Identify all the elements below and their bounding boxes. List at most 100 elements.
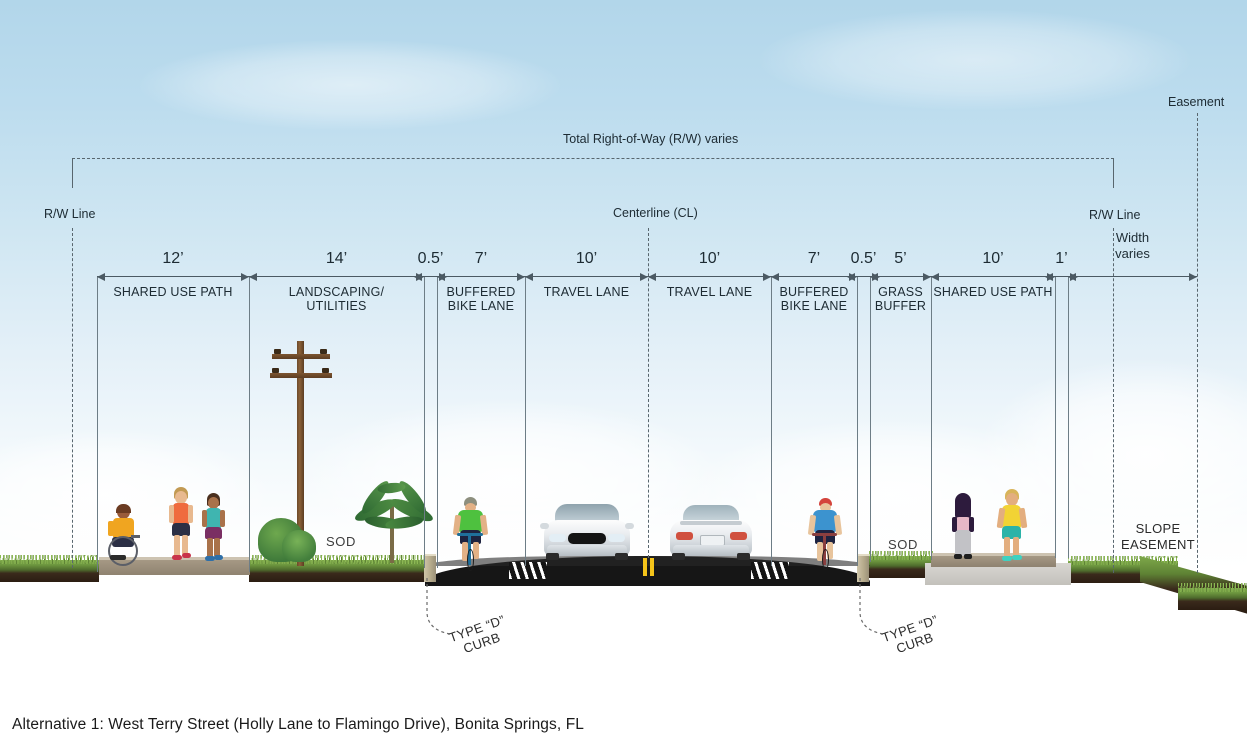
dimension-arrow-left xyxy=(1068,272,1076,281)
shoe xyxy=(205,556,215,561)
wheelchair-wheel xyxy=(108,536,138,566)
taillight-left xyxy=(676,532,693,540)
dimension-arrow-line xyxy=(249,272,424,281)
total-row-label: Total Right-of-Way (R/W) varies xyxy=(563,132,739,146)
top xyxy=(955,517,971,532)
figure-wheelchair-user xyxy=(106,504,142,566)
dimension-arrow-line xyxy=(870,272,931,281)
bicycle-wheel xyxy=(822,549,829,570)
ground-fill xyxy=(0,570,1247,746)
leg-right xyxy=(182,535,188,555)
dimension-label-line: LANDSCAPING/ xyxy=(288,285,385,299)
dimension-arrow-right xyxy=(517,272,525,281)
torso xyxy=(113,518,134,538)
palm-tree xyxy=(350,477,436,563)
insulator xyxy=(274,349,281,354)
easement-label: Easement xyxy=(1168,95,1225,109)
width-varies-line2: varies xyxy=(1115,246,1150,261)
dimension-arrow-line xyxy=(771,272,857,281)
dimension-arrow-right xyxy=(241,272,249,281)
dimension-arrow-left xyxy=(414,272,422,281)
dimension-arrow-right xyxy=(640,272,648,281)
curb-leader-right xyxy=(859,578,884,635)
vehicle-car-rear-silver xyxy=(668,505,754,560)
dimension-label-line: BIKE LANE xyxy=(447,299,515,313)
dimension-label-line: SHARED USE PATH xyxy=(933,285,1053,299)
shared-use-path-right-edge xyxy=(931,553,1056,556)
shoe xyxy=(954,554,962,559)
dimension-arrow-line xyxy=(931,272,1055,281)
rw-line-left-label: R/W Line xyxy=(44,207,96,221)
cloud xyxy=(300,400,720,560)
figure-pedestrian-purple xyxy=(950,493,976,561)
arm-left xyxy=(202,510,207,527)
total-row-dimension-line xyxy=(72,158,1114,159)
type-d-curb-right xyxy=(857,554,869,582)
jersey xyxy=(458,510,483,532)
dimension-value: 5’ xyxy=(894,250,907,267)
dimension-segment-label: SHARED USE PATH xyxy=(98,285,248,299)
dimension-arrow-left xyxy=(847,272,855,281)
shrub xyxy=(282,530,316,562)
dim-tick xyxy=(249,276,250,572)
mirror-right xyxy=(625,523,634,529)
shirt xyxy=(1002,505,1021,528)
utility-pole xyxy=(270,341,350,566)
dimension-label-line: BUFFERED xyxy=(779,285,849,299)
wheel-right xyxy=(615,553,628,560)
leg-left xyxy=(817,542,823,561)
wheel-left xyxy=(546,553,559,560)
grass-left-offsite xyxy=(0,555,99,582)
leg-left xyxy=(174,535,180,557)
figure-jogger-orange xyxy=(167,487,195,561)
dimension-label-line: BIKE LANE xyxy=(780,299,848,313)
roadway xyxy=(425,556,870,586)
shoe xyxy=(1002,556,1012,561)
leg-left xyxy=(207,538,213,558)
utility-pole-mast xyxy=(297,341,304,566)
dimension-arrow-right xyxy=(763,272,771,281)
type-d-curb-left xyxy=(424,554,436,582)
figure-cyclist-blue xyxy=(807,498,843,570)
dimension-arrow-line xyxy=(437,272,525,281)
head xyxy=(175,491,187,504)
insulator xyxy=(322,368,329,373)
arm-left xyxy=(952,517,957,532)
dimension-arrow-right xyxy=(923,272,931,281)
dimension-arrow-left xyxy=(97,272,105,281)
bicycle-wheel xyxy=(467,549,474,571)
width-varies-line1: Width xyxy=(1115,230,1150,245)
leg-left xyxy=(462,542,468,561)
dimension-arrow-right xyxy=(1189,272,1197,281)
pants xyxy=(955,530,971,556)
centerline-stripe-right xyxy=(650,558,654,576)
hair xyxy=(955,493,971,521)
head xyxy=(1006,493,1018,506)
dim-tick xyxy=(97,276,98,572)
spoiler xyxy=(680,521,742,525)
insulator xyxy=(320,349,327,354)
bicycle-handlebar xyxy=(812,533,837,536)
curb-leader-left xyxy=(426,578,451,635)
slope-easement-label: SLOPE EASEMENT xyxy=(1118,521,1198,553)
shoe xyxy=(214,555,223,560)
shared-use-path-left-surface xyxy=(99,559,250,575)
shorts xyxy=(205,527,222,539)
dimension-label-line: TRAVEL LANE xyxy=(543,285,630,299)
headlight-right xyxy=(608,534,625,542)
dimension-value: 10’ xyxy=(982,250,1004,267)
centerline-label: Centerline (CL) xyxy=(613,206,698,220)
shorts xyxy=(1002,526,1021,539)
shoe xyxy=(172,555,182,560)
dimension-value: 10’ xyxy=(575,250,598,267)
windshield xyxy=(555,504,619,525)
head xyxy=(820,503,831,512)
cloud xyxy=(140,40,560,130)
sod-label-right: SOD xyxy=(888,537,918,552)
bike-lane-buffer-hatch-left xyxy=(509,562,547,579)
dim-tick xyxy=(525,276,526,566)
dimension-segment-label: LANDSCAPING/UTILITIES xyxy=(262,285,412,313)
dim-tick xyxy=(1068,276,1069,558)
